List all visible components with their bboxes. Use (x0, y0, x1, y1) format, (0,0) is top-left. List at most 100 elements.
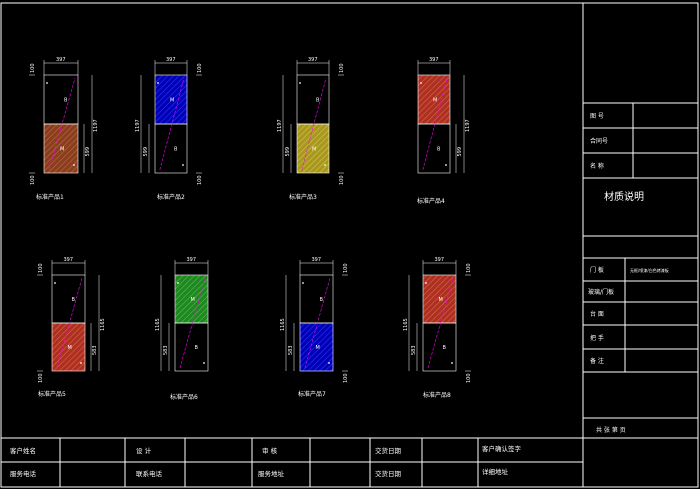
offset-dim-top: 100 (30, 63, 36, 73)
offset-dim-bottom: 100 (197, 175, 203, 185)
spec-handle-label: 把 手 (590, 334, 604, 342)
cell-mark: B (437, 147, 441, 153)
offset-dim-bottom: 100 (38, 373, 44, 383)
page-count: 共 张 第 页 (596, 426, 626, 434)
opening-line (159, 77, 185, 171)
hinge-mark (182, 164, 184, 166)
footer-customer-sign: 客户确认签字 (482, 444, 522, 453)
height-dim-text: 1197 (465, 119, 471, 132)
panel-label: 标准产品5 (38, 390, 66, 398)
door-panel (43, 74, 79, 125)
hinge-mark (54, 282, 56, 284)
hinge-mark (46, 82, 48, 84)
hinge-mark (299, 82, 301, 84)
opening-line (304, 277, 331, 369)
spec-counter-label: 台 面 (590, 310, 604, 318)
panel-label: 标准产品6 (170, 393, 198, 401)
contract-no-label: 合同号 (590, 137, 608, 145)
cell-mark: B (64, 98, 68, 104)
glass-panel (422, 274, 457, 324)
half-dim-text: 583 (92, 345, 98, 355)
footer-customer-name: 客户姓名 (10, 446, 36, 455)
glass-panel (417, 74, 451, 125)
cell-mark: B (72, 297, 76, 303)
opening-line (301, 77, 327, 171)
hinge-mark (451, 362, 453, 364)
height-dim-text: 1165 (100, 318, 106, 331)
cell-mark: M (316, 345, 320, 351)
half-dim-text: 599 (143, 147, 149, 157)
glass-panel (299, 322, 334, 372)
hinge-mark (80, 362, 82, 364)
cell-mark: B (174, 147, 178, 153)
cell-mark: M (433, 98, 437, 104)
hinge-mark (177, 282, 179, 284)
width-dim-text: 397 (435, 257, 445, 263)
door-panel (422, 322, 457, 372)
cell-mark: M (170, 98, 174, 104)
offset-dim-bottom: 100 (30, 175, 36, 185)
height-dim-text: 1197 (135, 119, 141, 132)
panel-label: 标准产品2 (157, 193, 185, 201)
footer-table: 客户姓名 设 计 审 核 交货日期 客户确认签字 服务电话 联系电话 服务地址 … (1, 437, 698, 487)
hinge-mark (157, 82, 159, 84)
spec-note-label: 备 注 (590, 357, 604, 365)
hinge-mark (73, 164, 75, 166)
half-dim-text: 583 (288, 345, 294, 355)
cell-mark: M (60, 147, 64, 153)
half-dim-text: 599 (285, 147, 291, 157)
door-panel (299, 274, 334, 324)
offset-dim-top: 100 (339, 63, 345, 73)
height-dim-text: 1197 (93, 119, 99, 132)
half-dim-text: 599 (457, 147, 463, 157)
cell-mark: B (316, 98, 320, 104)
cell-mark: M (191, 297, 195, 303)
cell-mark: B (443, 345, 447, 351)
offset-dim-top: 100 (197, 63, 203, 73)
footer-delivery-date: 交货日期 (375, 446, 402, 455)
glass-panel (296, 123, 330, 174)
cell-mark: B (320, 297, 324, 303)
width-dim-text: 397 (187, 257, 197, 263)
offset-dim-top: 100 (343, 263, 349, 273)
height-dim-text: 1197 (277, 119, 283, 132)
panels-layer: MB3971197599100100标准产品1MB397119759910010… (29, 57, 472, 401)
door-panel (51, 274, 86, 324)
hinge-mark (324, 164, 326, 166)
spec-door-label: 门 板 (590, 266, 604, 274)
half-dim-text: 599 (85, 147, 91, 157)
door-panel (154, 123, 188, 174)
glass-panel (174, 274, 209, 324)
spec-glass-label: 玻璃/门板 (588, 288, 614, 296)
footer-detail-address: 详细地址 (482, 467, 509, 476)
panel-label: 标准产品4 (417, 197, 445, 205)
footer-contact-phone: 联系电话 (136, 469, 163, 478)
panel-label: 标准产品1 (36, 193, 64, 201)
width-dim-text: 397 (166, 57, 176, 63)
width-dim-text: 397 (312, 257, 322, 263)
footer-reviewer: 审 核 (262, 446, 278, 455)
name-label: 名 称 (590, 162, 604, 170)
height-dim-text: 1165 (403, 318, 409, 331)
door-panel (296, 74, 330, 125)
hinge-mark (445, 164, 447, 166)
half-dim-text: 583 (411, 345, 417, 355)
door-panel (174, 322, 209, 372)
hinge-mark (302, 282, 304, 284)
door-panel (417, 123, 451, 174)
height-dim-text: 1165 (155, 318, 161, 331)
glass-panel (43, 123, 79, 174)
hinge-mark (203, 362, 205, 364)
cell-mark: B (195, 345, 199, 351)
footer-delivery-date-2: 交货日期 (375, 469, 402, 478)
hinge-mark (420, 82, 422, 84)
material-title: 材质说明 (604, 190, 644, 203)
panel-label: 标准产品8 (423, 391, 451, 399)
